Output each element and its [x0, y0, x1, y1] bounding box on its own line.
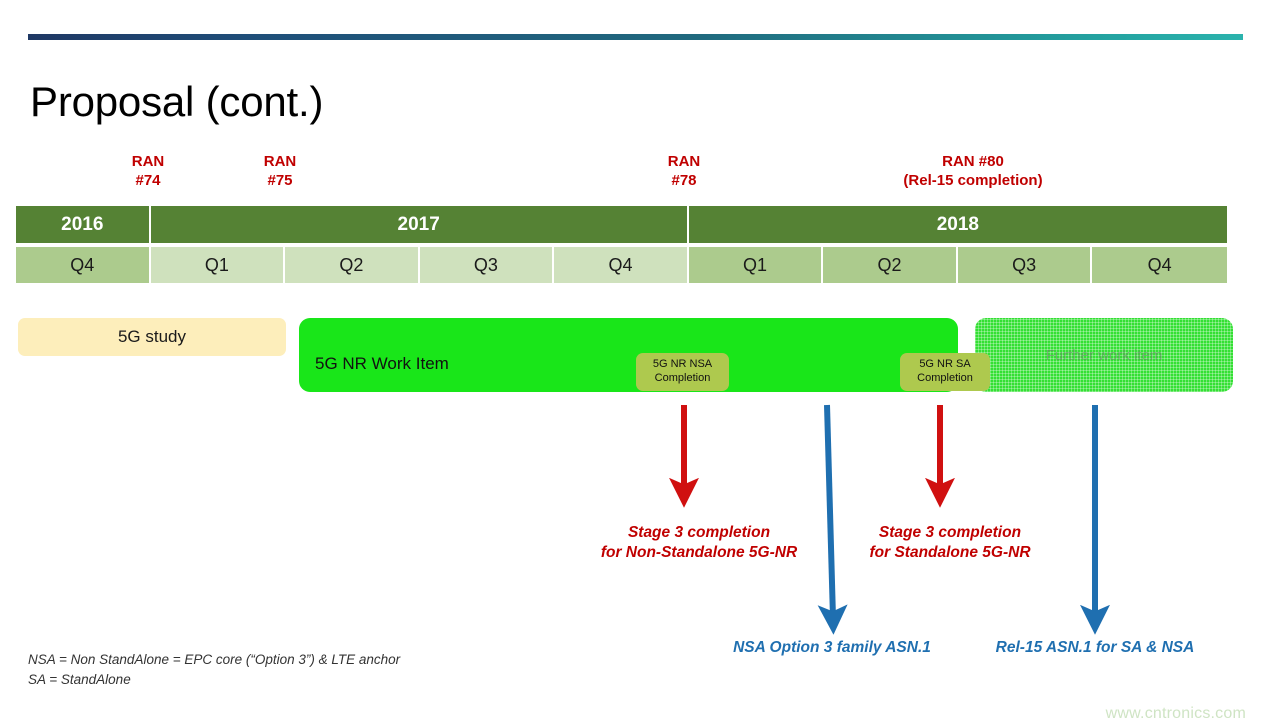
timeline-quarter-3: Q3 [419, 247, 555, 283]
timeline-year-2016: 2016 [16, 206, 151, 243]
timeline-quarter-2: Q2 [285, 247, 420, 283]
timeline-quarter-7: Q3 [957, 247, 1093, 283]
timeline-year-2017: 2017 [150, 206, 689, 243]
blue-arrow-nsa [817, 404, 848, 635]
annotation-red-1: Stage 3 completion for Standalone 5G-NR [869, 524, 1031, 562]
timeline-quarter-4: Q4 [554, 247, 689, 283]
timeline-quarter-6: Q2 [823, 247, 958, 283]
footnote-legend: NSA = Non StandAlone = EPC core (“Option… [28, 652, 401, 687]
watermark: www.cntronics.com [1105, 705, 1246, 722]
milestone-chip-0: 5G NR NSA Completion [636, 353, 729, 391]
timeline-quarter-5: Q1 [688, 247, 824, 283]
timeline-quarter-0: Q4 [16, 247, 151, 283]
annotation-red-0: Stage 3 completion for Non-Standalone 5G… [600, 524, 798, 562]
milestone-chip-1: 5G NR SA Completion [900, 353, 990, 391]
bar-further-work-item-label: Further work item [1045, 346, 1163, 364]
timeline-quarter-1: Q1 [150, 247, 286, 283]
page-title: Proposal (cont.) [30, 78, 324, 125]
ran-marker-3: RAN #80 (Rel-15 completion) [903, 153, 1043, 190]
bar-5g-study: 5G study [18, 318, 286, 356]
annotation-blue-1: Rel-15 ASN.1 for SA & NSA [995, 639, 1195, 656]
bar-further-work-item: Further work item [975, 318, 1233, 392]
ran-marker-1: RAN #75 [263, 153, 297, 190]
bar-5g-study-label: 5G study [117, 327, 187, 346]
timeline-quarter-8: Q4 [1092, 247, 1227, 283]
ran-marker-0: RAN #74 [131, 153, 165, 190]
timeline-year-2018: 2018 [688, 206, 1227, 243]
bar-5g-nr-work-item: 5G NR Work Item [299, 318, 958, 392]
annotation-blue-0: NSA Option 3 family ASN.1 [733, 639, 931, 656]
header-rule [28, 34, 1243, 40]
bar-5g-nr-work-item-label: 5G NR Work Item [315, 354, 449, 373]
ran-marker-2: RAN #78 [667, 153, 701, 190]
